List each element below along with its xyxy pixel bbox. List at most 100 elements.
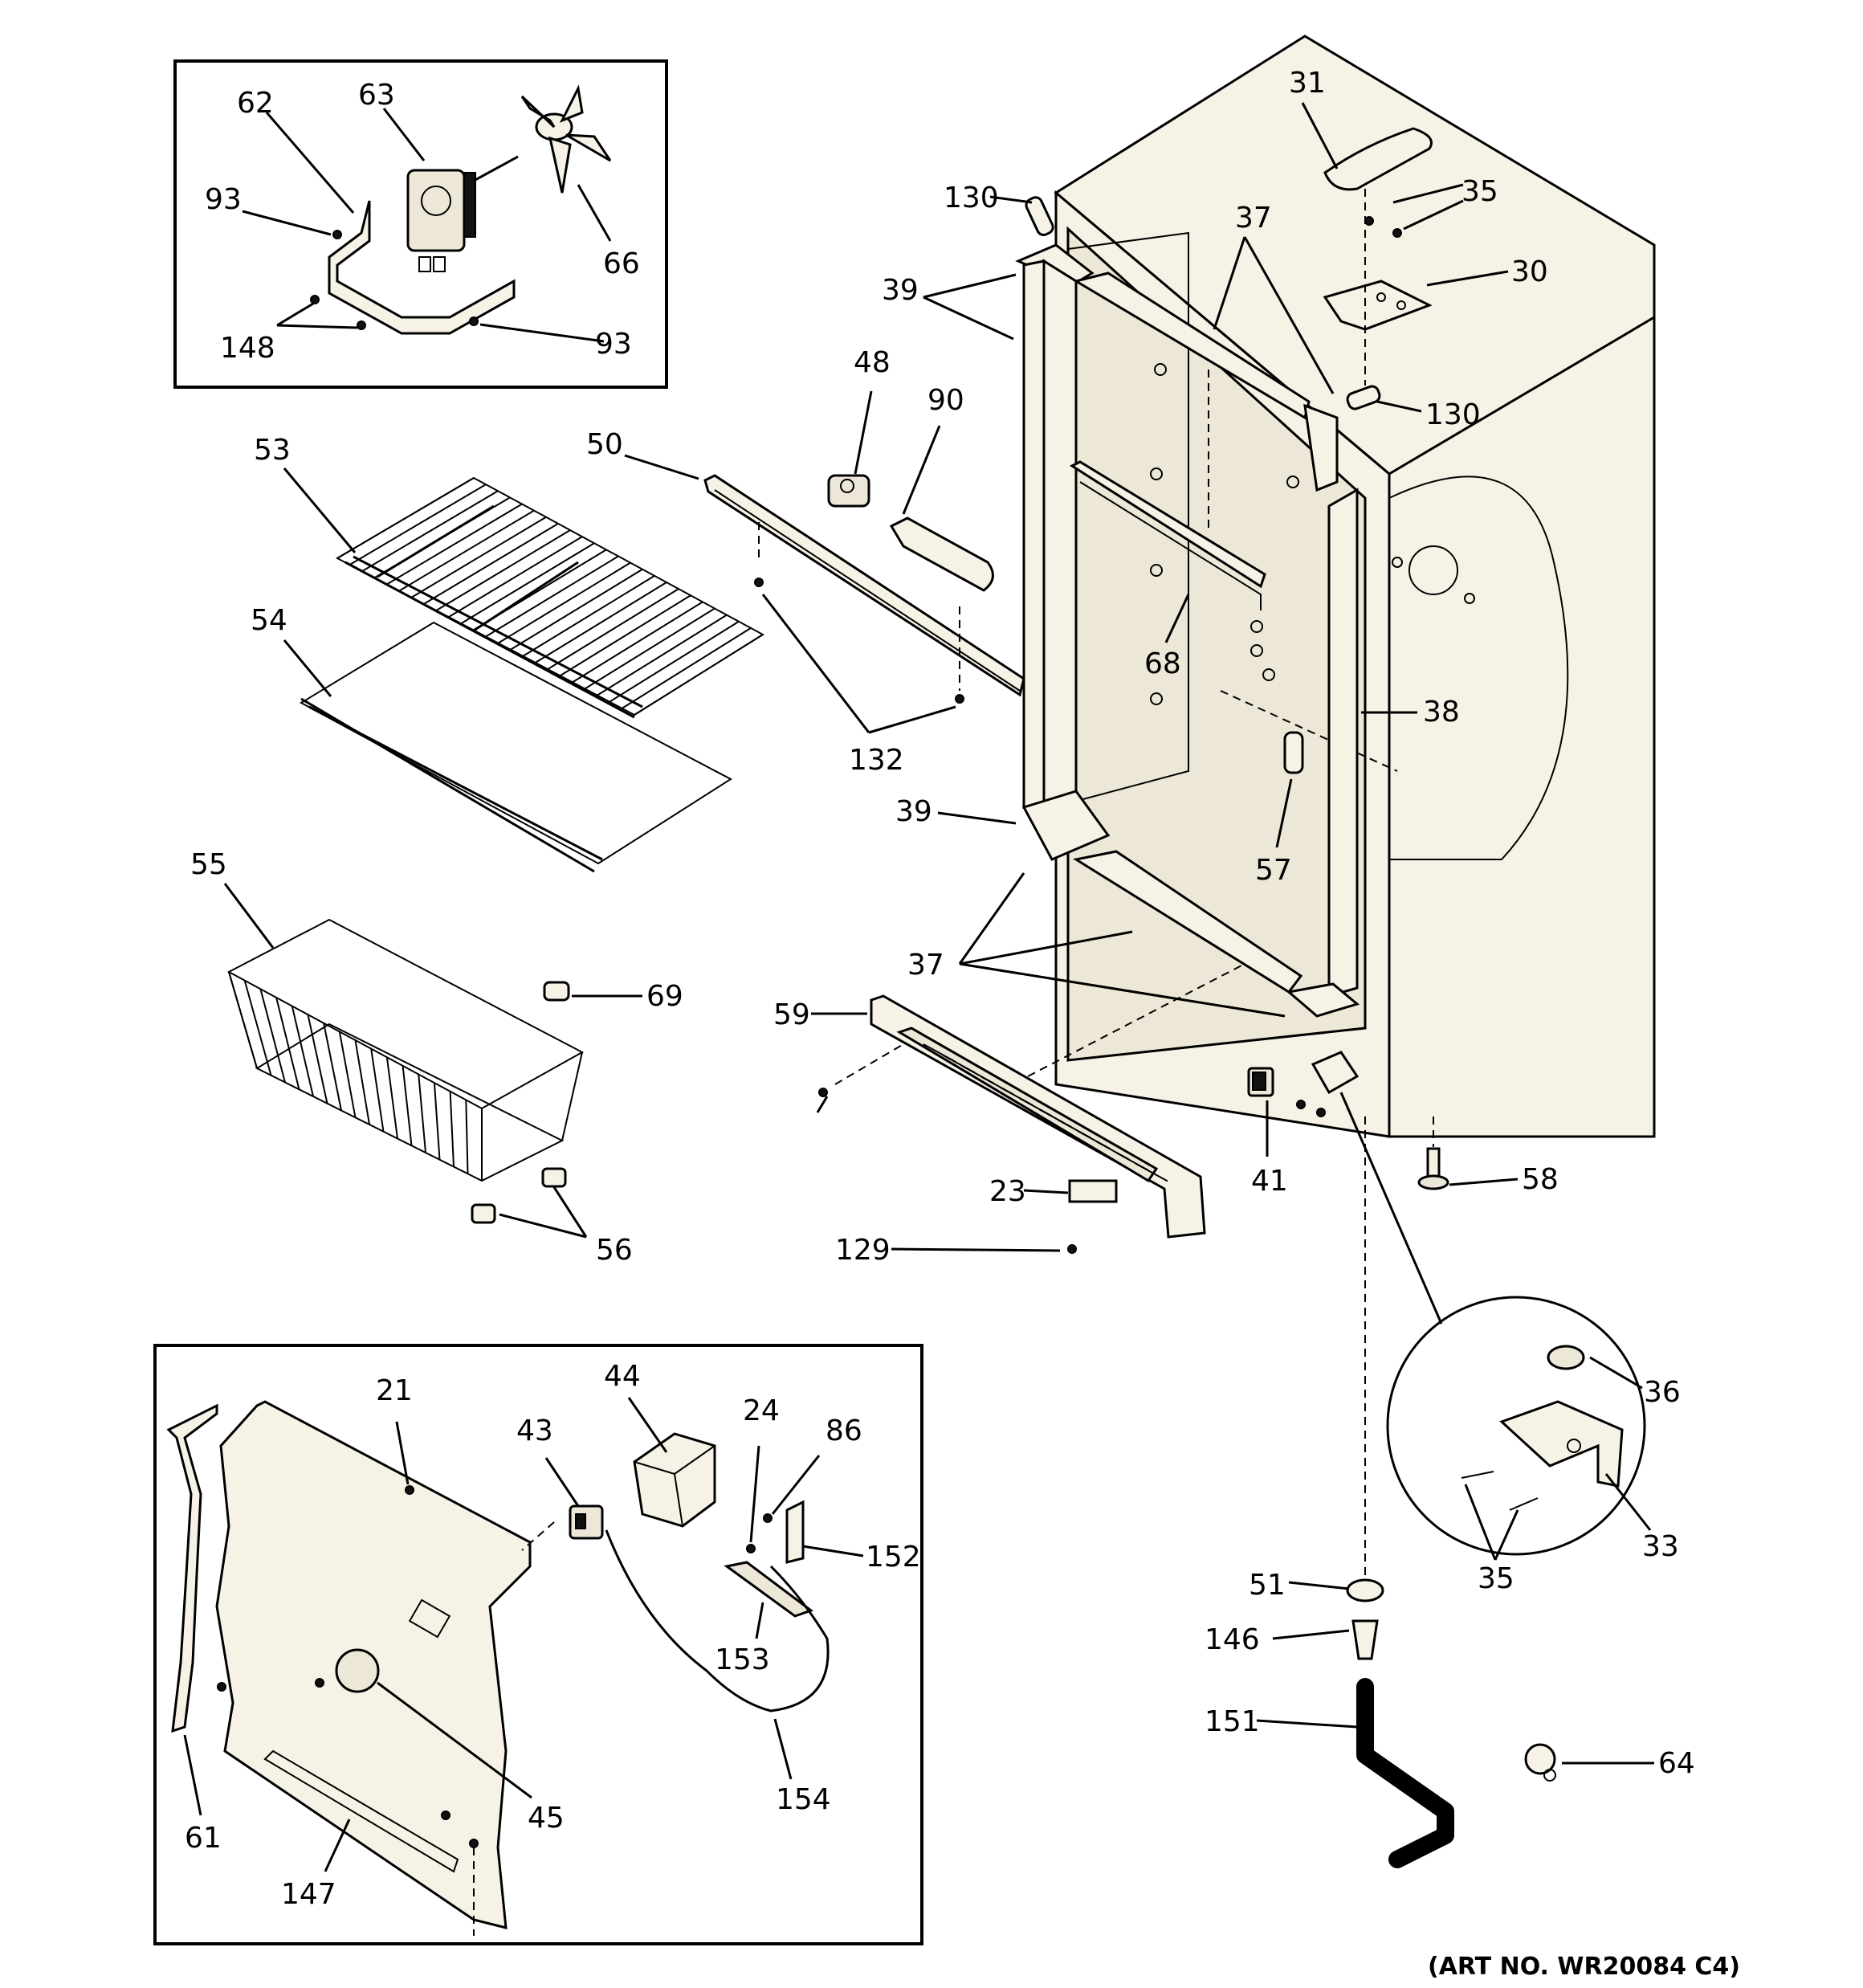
wire-shelf-54	[299, 621, 732, 873]
wire-rod	[354, 1039, 370, 1125]
screw-93b	[469, 316, 479, 326]
label-63: 63	[358, 79, 395, 112]
hinge-pin-36	[1547, 1345, 1585, 1370]
screw-148b	[357, 320, 366, 330]
wire-rod	[423, 523, 559, 605]
evap-cover-inset: 21 43 44 24 86 152 153 154 45 61 147	[153, 1344, 923, 1945]
wire-rod	[228, 971, 258, 1069]
wire-harness-154	[605, 1529, 830, 1712]
wire-rod	[243, 980, 272, 1076]
label-148: 148	[220, 332, 275, 365]
hinge-cover-31	[1323, 127, 1433, 191]
liner-trim-37-top	[1073, 271, 1339, 492]
label-62: 62	[237, 87, 274, 120]
wire-rod	[307, 1014, 328, 1104]
label-59: 59	[773, 998, 810, 1031]
label-33: 33	[1642, 1530, 1679, 1563]
screw-35d	[1509, 1497, 1539, 1511]
liner-trim-38	[1327, 488, 1359, 998]
light-socket-48	[827, 474, 870, 508]
wire-rod	[386, 503, 523, 586]
wire-rod	[349, 484, 487, 565]
screw-148a	[310, 295, 320, 304]
label-129: 129	[835, 1234, 891, 1267]
liner-trim-39-bottom	[1021, 790, 1111, 861]
label-31: 31	[1289, 67, 1326, 100]
screw-132b	[955, 694, 964, 704]
label-37-bottom: 37	[907, 949, 944, 982]
wire-rod	[291, 1006, 314, 1097]
label-23: 23	[989, 1175, 1026, 1208]
wire-rod	[398, 509, 535, 592]
grille-clip-23	[1068, 1179, 1118, 1203]
label-30: 30	[1511, 255, 1548, 288]
label-56: 56	[596, 1234, 633, 1267]
label-68: 68	[1144, 647, 1181, 680]
evap-cover-inset-frame	[153, 1344, 923, 1945]
basket-stop-56b	[541, 1167, 567, 1188]
label-38: 38	[1423, 696, 1460, 729]
label-45: 45	[528, 1802, 565, 1835]
bottom-hinge-assembly	[1296, 1051, 1360, 1117]
label-44: 44	[604, 1360, 641, 1393]
wire-rod	[572, 601, 703, 684]
wire-rod	[275, 997, 300, 1090]
label-93-bottom: 93	[595, 328, 632, 361]
wire-rod	[448, 536, 583, 618]
label-57: 57	[1255, 854, 1292, 887]
label-48: 48	[854, 346, 891, 379]
screw-93a	[332, 230, 342, 239]
label-21: 21	[376, 1374, 413, 1407]
wire-rod	[510, 568, 643, 651]
label-146: 146	[1205, 1623, 1260, 1656]
label-35-detail: 35	[1478, 1562, 1514, 1595]
screw-129a	[818, 1088, 828, 1097]
screw-35c	[1461, 1471, 1494, 1479]
label-39-bottom: 39	[895, 795, 932, 828]
wire-rod	[338, 1031, 357, 1118]
tube-clamp-64	[1524, 1743, 1556, 1782]
door-stop-130-left	[1025, 196, 1054, 236]
door-stop-130-right	[1346, 385, 1381, 410]
light-bulb-90	[889, 516, 994, 592]
wire-rod	[497, 561, 631, 644]
wire-rod	[410, 516, 547, 598]
drain-plug-51	[1346, 1578, 1384, 1602]
toe-grille-59	[870, 994, 1206, 1239]
wire-rod	[433, 1083, 441, 1160]
wire-rod	[449, 1091, 455, 1167]
bottom-hinge-detail-circle	[1386, 1296, 1646, 1556]
label-39-top: 39	[882, 274, 919, 307]
screw-86	[763, 1513, 773, 1523]
fan-blade-66	[520, 84, 612, 194]
label-154: 154	[776, 1783, 831, 1816]
wire-basket-55	[226, 918, 585, 1224]
label-69: 69	[646, 980, 683, 1013]
label-50: 50	[586, 428, 623, 461]
leveling-leg-58	[1417, 1147, 1449, 1190]
wire-rod	[323, 1023, 342, 1111]
screw-132a	[754, 578, 764, 587]
fan-motor-63	[406, 169, 466, 252]
label-36: 36	[1644, 1376, 1681, 1409]
door-switch-41	[1247, 1067, 1274, 1097]
label-132: 132	[849, 744, 904, 777]
wire-rod	[418, 1074, 426, 1153]
wire-rod	[435, 529, 571, 611]
label-43: 43	[516, 1414, 553, 1447]
fan-motor-inset: 62 63 93 66 148 93	[173, 59, 668, 389]
wire-rod	[522, 575, 655, 657]
wire-rod	[465, 1100, 469, 1174]
thermostat-knob-57	[1283, 731, 1304, 774]
wire-rod	[460, 542, 595, 625]
label-93-top: 93	[205, 183, 242, 216]
wire-rod	[609, 620, 740, 703]
label-152: 152	[866, 1541, 921, 1574]
top-hinge-30	[1323, 280, 1433, 331]
heater-bracket-152	[785, 1500, 805, 1564]
drain-trough-cap-45	[335, 1648, 380, 1693]
heater-element-153	[724, 1561, 814, 1618]
label-24: 24	[743, 1394, 780, 1427]
bottom-hinge-33	[1499, 1400, 1624, 1488]
art-number: (ART NO. WR20084 C4)	[1428, 1953, 1740, 1981]
